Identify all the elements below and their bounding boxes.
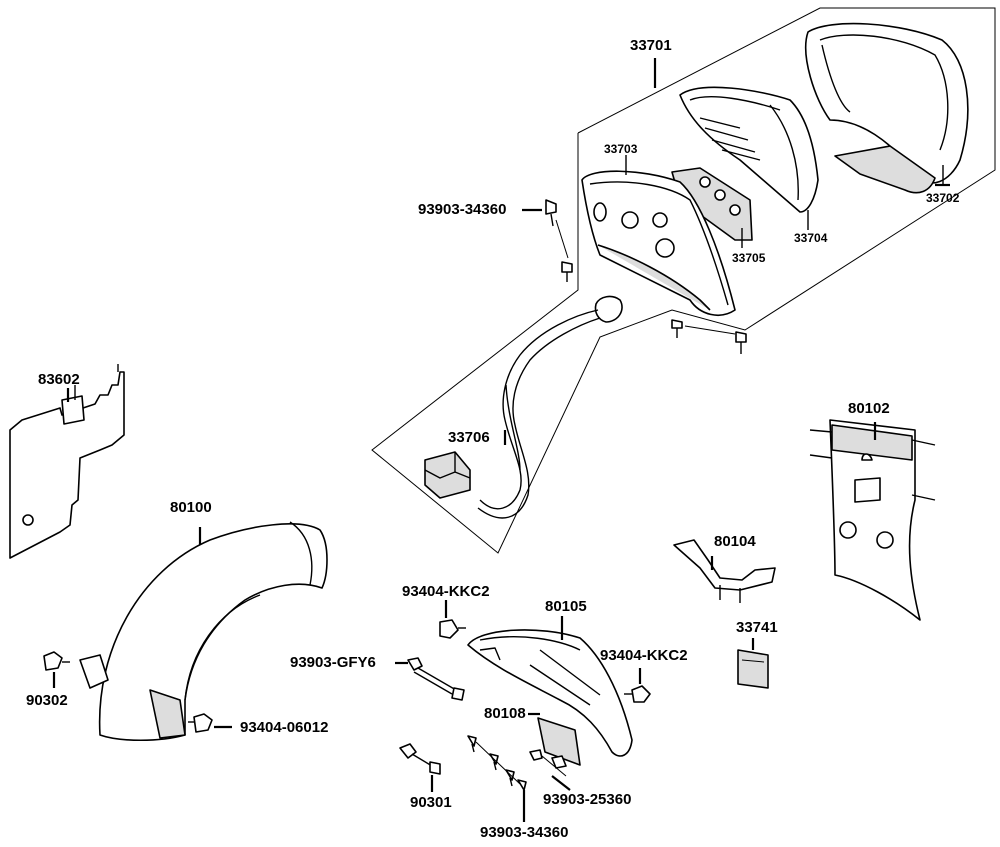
bracket-83602 — [9, 364, 125, 559]
bolt-93404-06012 — [188, 713, 232, 733]
part-label-93903-GFY6: 93903-GFY6 — [290, 654, 376, 671]
tail-housing-33703 — [581, 155, 736, 316]
plate-80108 — [528, 712, 581, 766]
part-label-80108: 80108 — [484, 705, 526, 722]
part-label-80105: 80105 — [545, 598, 587, 615]
part-label-83602: 83602 — [38, 371, 80, 388]
part-label-93903-25360: 93903-25360 — [543, 791, 632, 808]
part-label-33701: 33701 — [630, 37, 672, 54]
screws-93903-34360-bottom — [467, 735, 527, 822]
bulb-board-33705 — [671, 167, 753, 248]
part-label-90302: 90302 — [26, 692, 68, 709]
part-label-33702: 33702 — [926, 191, 960, 205]
tail-reflector-33704 — [679, 86, 819, 230]
tail-lens-33702 — [804, 22, 969, 194]
bolt-90302 — [43, 651, 70, 688]
screw-93903-34360-top — [522, 199, 573, 282]
part-label-33705: 33705 — [732, 251, 766, 265]
reflector-33741 — [737, 638, 769, 689]
part-label-90301: 90301 — [410, 794, 452, 811]
part-label-93903-34360-bottom: 93903-34360 — [480, 824, 569, 841]
part-label-93404-KKC2-left: 93404-KKC2 — [402, 583, 490, 600]
wire-harness-33706 — [424, 295, 623, 519]
bolt-93404-KKC2-right — [624, 668, 651, 703]
part-label-93404-KKC2-right: 93404-KKC2 — [600, 647, 688, 664]
part-label-80102: 80102 — [848, 400, 890, 417]
bolt-93903-GFY6 — [407, 657, 465, 701]
part-label-93404-06012: 93404-06012 — [240, 719, 329, 736]
license-bracket-80102 — [809, 419, 936, 621]
bracket-80104 — [673, 539, 776, 603]
inner-fender-80105 — [467, 616, 633, 757]
bolt-90301 — [399, 743, 441, 792]
part-label-33703: 33703 — [604, 142, 638, 156]
part-label-80104: 80104 — [714, 533, 756, 550]
screws-housing-lower — [671, 319, 747, 354]
tail-light-group-outline — [371, 7, 996, 554]
bolt-93404-KKC2-left — [439, 600, 466, 639]
clips-93903-25360 — [529, 749, 571, 791]
part-label-33706: 33706 — [448, 429, 490, 446]
part-label-33704: 33704 — [794, 231, 828, 245]
rear-fender-80100 — [79, 521, 328, 742]
part-label-33741: 33741 — [736, 619, 778, 636]
part-label-93903-34360-top: 93903-34360 — [418, 201, 507, 218]
part-label-80100: 80100 — [170, 499, 212, 516]
